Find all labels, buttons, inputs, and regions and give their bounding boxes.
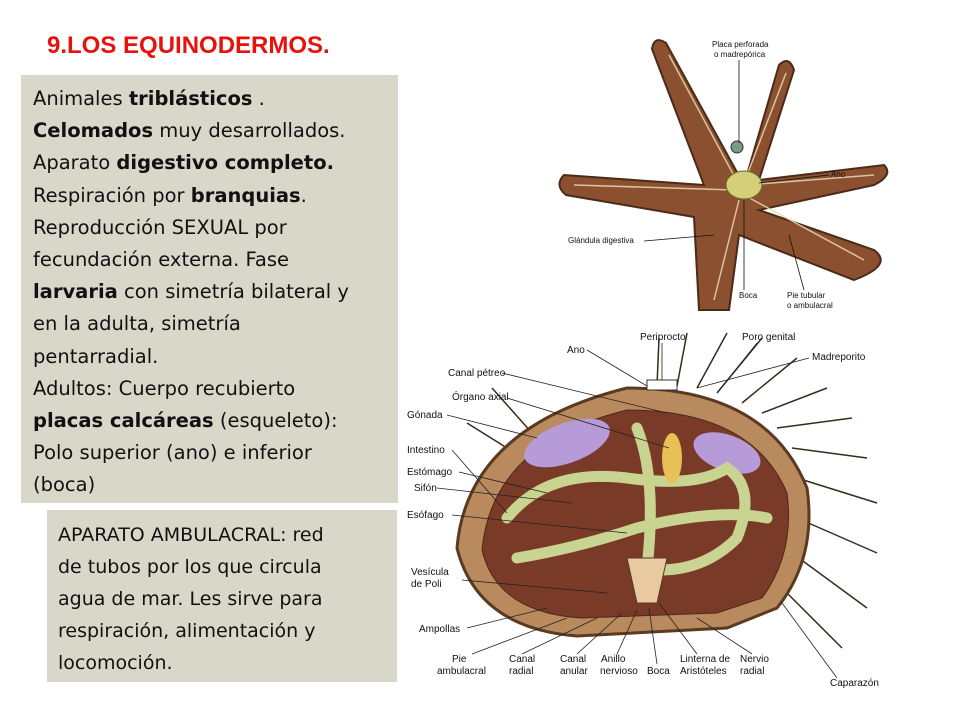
label-periprocto: Periprocto: [640, 332, 686, 343]
label-pie2: o ambulacral: [787, 301, 833, 310]
label-ano-star: Ano: [831, 170, 846, 179]
label-placa2: o madrepórica: [714, 50, 766, 59]
label-pie1: Pie: [452, 654, 467, 665]
label-linterna2: Aristóteles: [680, 666, 727, 677]
starfish-diagram: Placa perforada o madrepórica Ano Glándu…: [558, 39, 889, 311]
label-organo-axial: Órgano axial: [452, 390, 509, 403]
label-anillo1: Anillo: [601, 654, 626, 665]
label-sifon: Sifón: [414, 483, 437, 494]
label-gonada: Gónada: [407, 410, 443, 421]
label-canalr1: Canal: [509, 654, 535, 665]
sea-urchin-diagram: Periprocto Poro genital Ano Madreporito …: [407, 332, 879, 689]
ambulacral-system-box: APARATO AMBULACRAL: red de tubos por los…: [47, 510, 397, 682]
label-pie1: Pie tubular: [787, 291, 826, 300]
label-nervio1: Nervio: [740, 654, 769, 665]
label-madreporito: Madreporito: [812, 352, 866, 363]
label-vesicula1: Vesícula: [411, 567, 449, 578]
label-glandula: Glándula digestiva: [568, 236, 634, 245]
label-nervio2: radial: [740, 666, 764, 677]
label-canal-petreo: Canal pétreo: [448, 368, 506, 379]
label-intestino: Intestino: [407, 445, 445, 456]
label-boca-star: Boca: [739, 291, 758, 300]
label-poro: Poro genital: [742, 332, 795, 343]
label-ampollas: Ampollas: [419, 624, 460, 635]
label-esofago: Esófago: [407, 510, 444, 521]
label-placa1: Placa perforada: [712, 40, 769, 49]
label-ano: Ano: [567, 345, 585, 356]
slide-title: 9.LOS EQUINODERMOS.: [47, 32, 330, 59]
label-canalr2: radial: [509, 666, 533, 677]
label-anillo2: nervioso: [600, 666, 638, 677]
label-caparazon: Caparazón: [830, 678, 879, 689]
label-vesicula2: de Poli: [411, 579, 442, 590]
label-canala2: anular: [560, 666, 588, 677]
label-estomago: Estómago: [407, 467, 452, 478]
label-canala1: Canal: [560, 654, 586, 665]
label-linterna1: Linterna de: [680, 654, 730, 665]
characteristics-box: Animales triblásticos . Celomados muy de…: [21, 75, 398, 503]
label-boca: Boca: [647, 666, 670, 677]
label-pie2: ambulacral: [437, 666, 486, 677]
